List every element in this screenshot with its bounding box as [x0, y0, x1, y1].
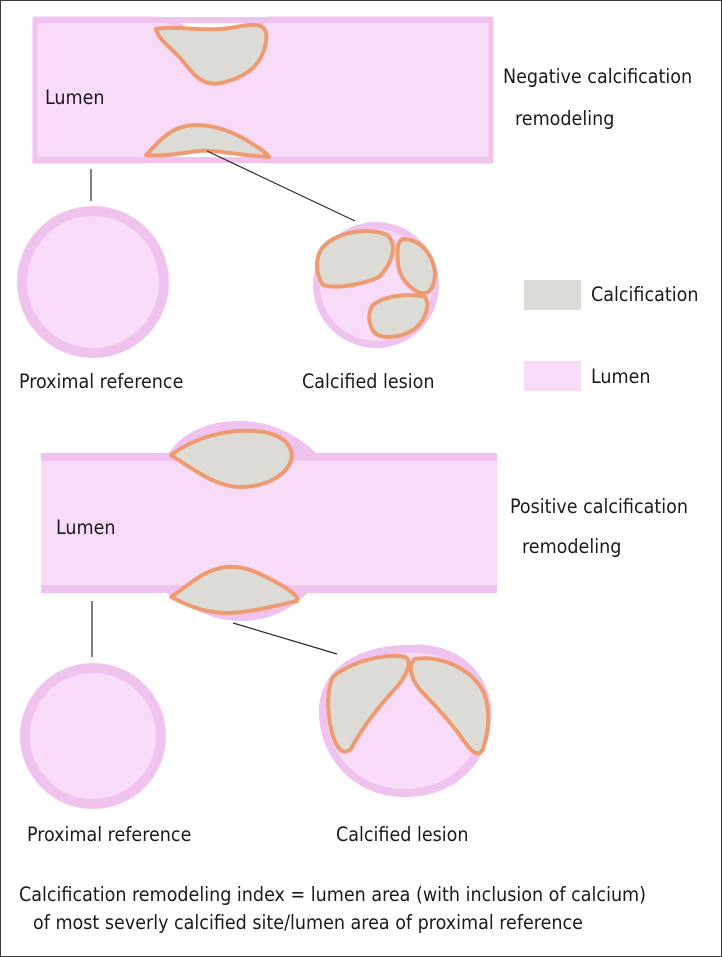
bottom-title-line1: Positive calcification — [510, 495, 688, 518]
bottom-reference-lumen — [30, 673, 156, 799]
legend-calcification-swatch — [524, 280, 581, 310]
bottom-lesion-calcification-right — [408, 656, 491, 756]
bottom-reference-caption: Proximal reference — [27, 823, 192, 846]
top-vessel — [32, 16, 494, 164]
bottom-lower-calcification — [169, 564, 300, 615]
bottom-lesion-caption: Calcified lesion — [336, 823, 469, 846]
top-lesion-cross-section — [313, 222, 439, 348]
top-title-line1: Negative calcification — [503, 65, 693, 88]
remodeling-index-formula: Calcification remodeling index = lumen a… — [19, 881, 646, 937]
bottom-lesion-calcification-left — [326, 654, 411, 754]
bottom-lumen-label: Lumen — [56, 516, 116, 539]
bottom-lesion-cross-section — [318, 644, 492, 798]
top-reference-caption: Proximal reference — [19, 370, 184, 393]
top-upper-calcification — [154, 22, 269, 86]
top-lower-calcification — [144, 123, 271, 159]
top-lesion-caption: Calcified lesion — [302, 370, 435, 393]
top-lumen-label: Lumen — [45, 86, 105, 109]
top-reference-cross-section — [17, 206, 169, 358]
formula-line-1: Calcification remodeling index = lumen a… — [19, 883, 646, 906]
legend-calcification-label: Calcification — [591, 283, 699, 306]
top-lesion-calcification-2 — [395, 237, 437, 296]
top-title-line2: remodeling — [515, 107, 615, 130]
legend-lumen-swatch — [524, 361, 581, 391]
top-lesion-connector — [206, 150, 356, 222]
legend-lumen-label: Lumen — [591, 365, 651, 388]
bottom-vessel — [41, 421, 497, 621]
top-reference-lumen — [27, 216, 159, 348]
top-lesion-calcification-1 — [315, 229, 395, 289]
formula-line-2: of most severly calcified site/lumen are… — [33, 911, 583, 934]
bottom-reference-cross-section — [20, 663, 166, 809]
bottom-title-line2: remodeling — [522, 535, 622, 558]
top-lesion-calcification-3 — [367, 293, 430, 339]
top-vessel-wall-lower — [35, 157, 491, 163]
top-vessel-wall-upper — [35, 17, 491, 23]
bottom-upper-calcification — [169, 428, 294, 489]
bottom-lesion-connector — [232, 622, 338, 655]
